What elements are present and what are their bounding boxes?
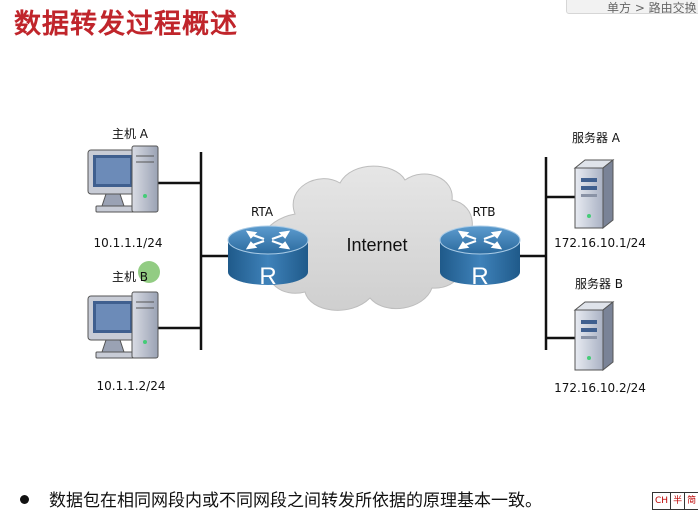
network-diagram: Internet R RTA R RTB [87,127,646,395]
router-rtb-symbol: R [471,263,488,290]
ime-script-mode[interactable]: 简 [687,496,697,506]
bullet-dot-icon [20,494,29,504]
ime-toolbar[interactable]: CH 半 简 [652,492,698,510]
internet-cloud-icon: Internet [259,165,473,311]
network-links [156,152,576,350]
internet-label: Internet [346,235,407,255]
host-b-pc-icon[interactable] [87,291,159,359]
router-rta-symbol: R [259,263,276,290]
server-a-ip: 172.16.10.1/24 [554,236,646,250]
host-a-pc-icon[interactable] [87,145,159,213]
server-b-ip: 172.16.10.2/24 [554,381,646,395]
host-a-ip: 10.1.1.1/24 [94,236,163,250]
server-a-label: 服务器 A [572,130,621,145]
bullet-item: 数据包在相同网段内或不同网段之间转发所依据的原理基本一致。 [20,486,542,511]
host-b-label: 主机 B [112,270,148,284]
server-a-icon[interactable] [573,158,615,230]
router-rta-icon[interactable]: R [227,225,309,290]
page-title: 数据转发过程概述 [14,9,238,40]
cursor-highlight-icon [138,261,160,283]
server-b-icon[interactable] [573,300,615,372]
ime-language[interactable]: CH [653,493,672,509]
host-a-label: 主机 A [112,127,149,141]
router-rtb-label: RTB [472,205,495,219]
breadcrumb[interactable]: 单方 > 路由交换 [566,0,698,14]
bullet-text: 数据包在相同网段内或不同网段之间转发所依据的原理基本一致。 [49,491,542,511]
ime-width-mode[interactable]: 半 [671,493,686,509]
host-b-ip: 10.1.1.2/24 [97,379,166,393]
server-b-label: 服务器 B [575,276,623,291]
router-rtb-icon[interactable]: R [439,225,521,290]
router-rta-label: RTA [251,205,274,219]
